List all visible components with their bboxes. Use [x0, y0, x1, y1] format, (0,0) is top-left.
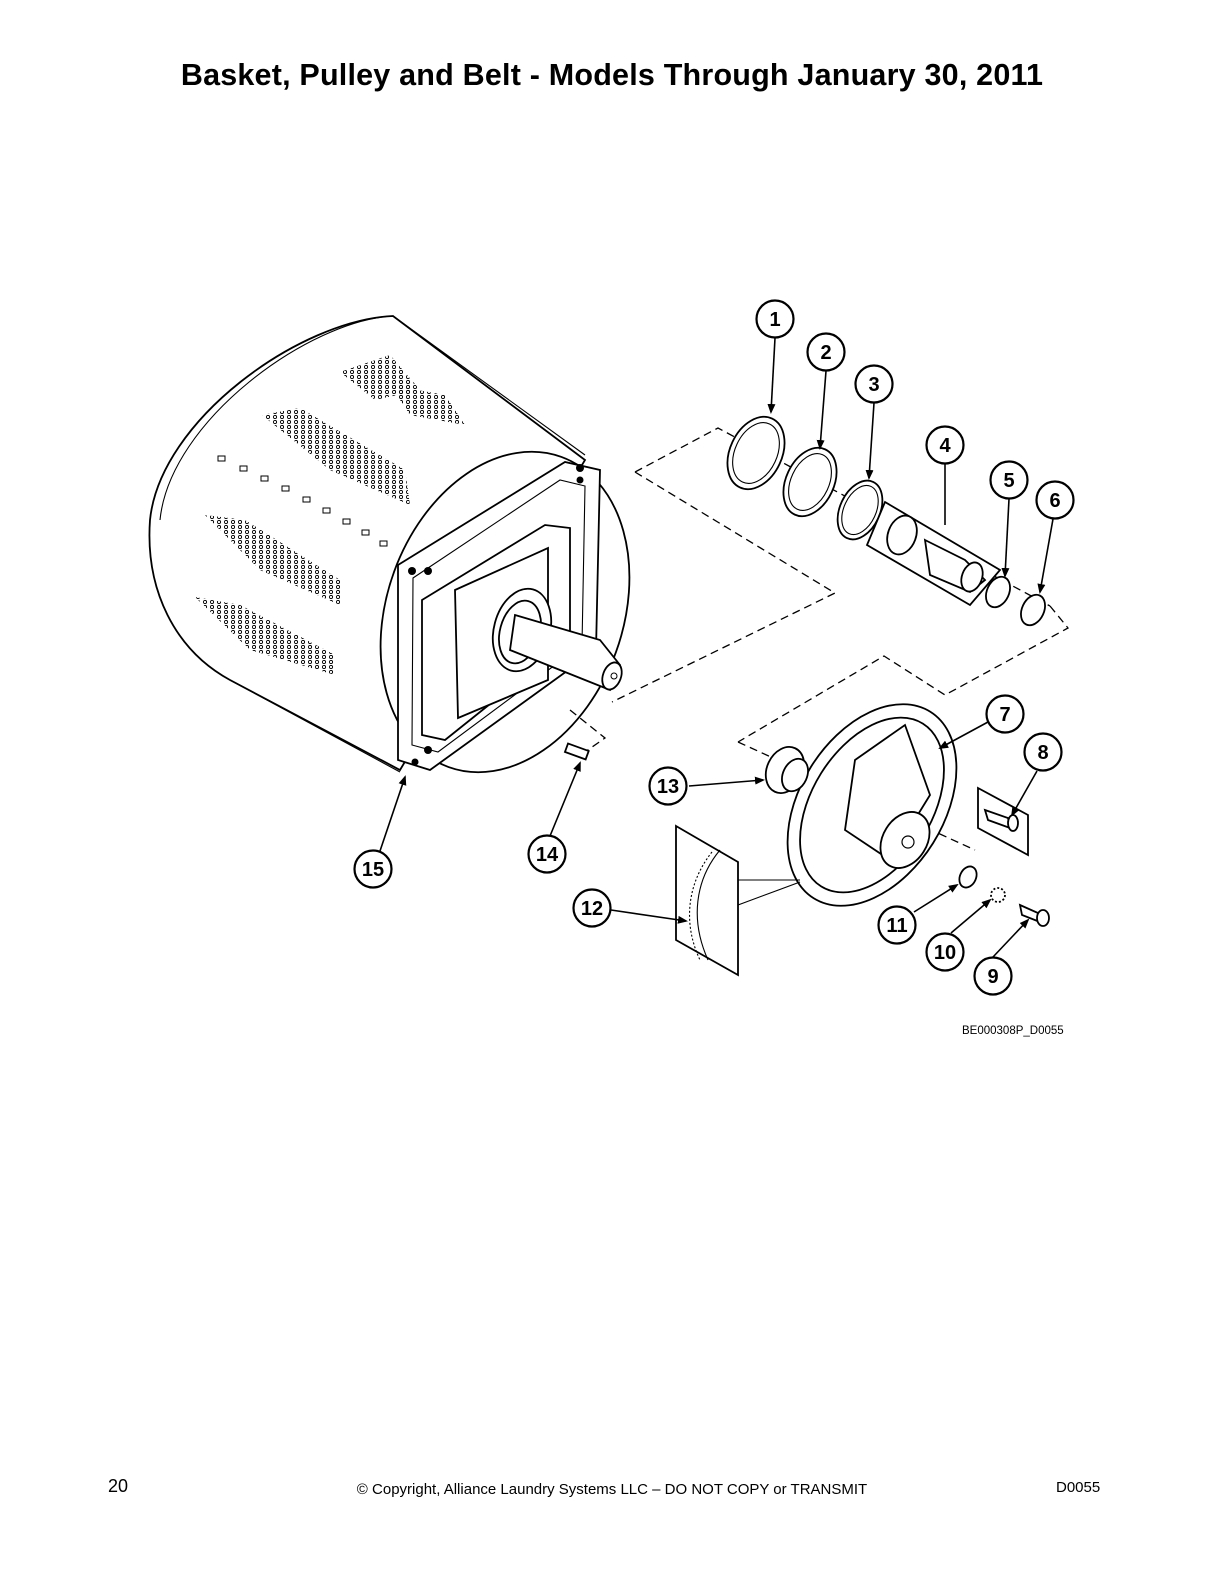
callout-label-10: 10: [934, 942, 956, 964]
basket-assembly: [148, 315, 631, 774]
callout-13: 13: [648, 766, 688, 806]
callout-1: 1: [755, 299, 795, 339]
callout-12: 12: [572, 888, 612, 928]
copyright-notice: © Copyright, Alliance Laundry Systems LL…: [356, 1481, 868, 1498]
callout-label-11: 11: [886, 915, 907, 937]
callout-label-3: 3: [868, 374, 879, 396]
callout-3: 3: [854, 364, 894, 404]
bushing-kit: [865, 500, 1002, 607]
callout-label-6: 6: [1049, 490, 1060, 512]
callout-4: 4: [925, 425, 965, 465]
callout-label-5: 5: [1003, 470, 1014, 492]
document-code: D0055: [1056, 1479, 1101, 1496]
bearing-rings: [726, 415, 884, 541]
callout-6: 6: [1035, 480, 1075, 520]
callout-2: 2: [806, 332, 846, 372]
callout-9: 9: [973, 956, 1013, 996]
callout-11: 11: [877, 905, 917, 945]
callout-8: 8: [1023, 732, 1063, 772]
callout-label-9: 9: [987, 966, 998, 988]
callout-label-2: 2: [820, 342, 831, 364]
callout-label-13: 13: [657, 776, 679, 798]
callout-label-15: 15: [362, 859, 384, 881]
callout-leaders: [379, 337, 1054, 958]
callout-label-7: 7: [999, 704, 1010, 726]
callout-10: 10: [925, 932, 965, 972]
callout-5: 5: [989, 460, 1029, 500]
callout-7: 7: [985, 694, 1025, 734]
page-number: 20: [108, 1476, 129, 1496]
callout-15: 15: [353, 849, 393, 889]
pulley-assembly: [563, 703, 1050, 927]
callout-label-14: 14: [536, 844, 559, 866]
page-title: Basket, Pulley and Belt - Models Through…: [180, 58, 1044, 92]
belt-inset: [675, 824, 801, 977]
callout-label-1: 1: [769, 309, 780, 331]
callout-label-4: 4: [939, 435, 951, 457]
snap-rings: [985, 575, 1046, 627]
basket-perforations: [195, 355, 465, 675]
callout-14: 14: [527, 834, 567, 874]
callout-label-12: 12: [581, 898, 603, 920]
callout-label-8: 8: [1037, 742, 1048, 764]
drawing-id: BE000308P_D0055: [962, 1025, 1064, 1037]
